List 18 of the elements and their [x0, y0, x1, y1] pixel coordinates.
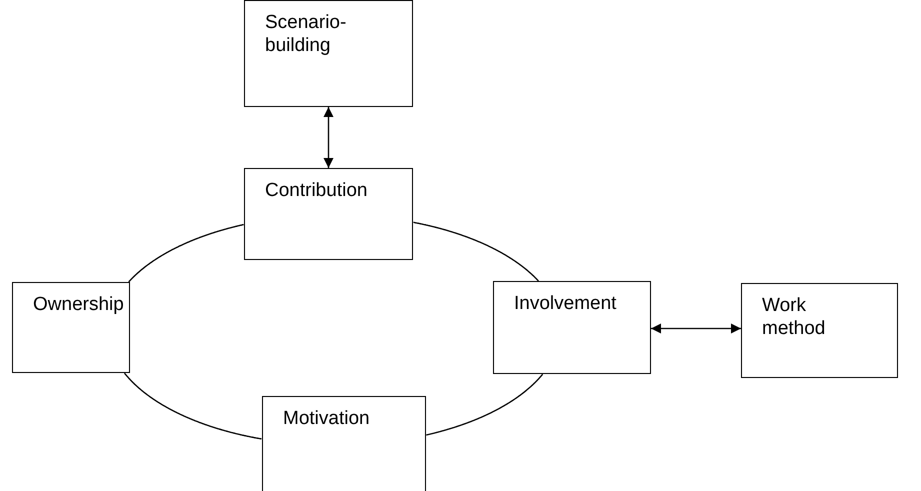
- arrow: [324, 107, 334, 168]
- connector-line: [413, 222, 539, 282]
- connector-line: [426, 374, 544, 436]
- process-box: [12, 282, 130, 373]
- box-label: Work method: [762, 294, 826, 340]
- box-label: Involvement: [514, 292, 616, 315]
- box-label: Ownership: [33, 293, 124, 316]
- box-label: Motivation: [283, 407, 370, 430]
- process-box: [262, 396, 426, 491]
- process-box: [741, 283, 898, 378]
- box-label: Contribution: [265, 179, 368, 202]
- process-box: [244, 168, 413, 260]
- box-label: Scenario-building: [265, 11, 348, 57]
- process-box: [244, 0, 413, 107]
- arrow: [651, 324, 741, 334]
- connector-line: [128, 224, 244, 282]
- process-box: [493, 281, 651, 374]
- connector-line: [124, 372, 262, 440]
